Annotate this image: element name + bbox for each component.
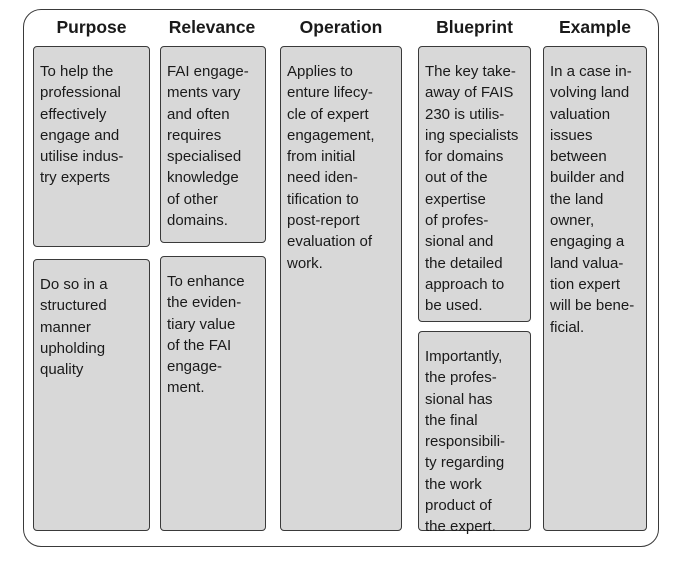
header-relevance: Relevance	[168, 17, 256, 37]
box-text-line: the profes-	[425, 369, 497, 387]
box-text-line: tification to	[287, 190, 359, 208]
box-text-line: sional and	[425, 233, 494, 251]
box-text-line: ty regarding	[425, 454, 505, 472]
box-text-line: ficial.	[550, 318, 585, 336]
box-text-line: requires	[167, 126, 222, 144]
box-text-line: professional	[40, 84, 121, 102]
box-text-line: tiary value	[167, 315, 236, 333]
relevance-box-2: To enhance the eviden-tiary value of the F…	[160, 256, 266, 531]
box-text-line: will be bene-	[550, 297, 635, 315]
box-text-line: of other	[167, 190, 218, 208]
box-text-line: from initial	[287, 148, 356, 166]
box-text-line: away of FAIS	[425, 84, 514, 102]
box-text-line: Do so in a	[40, 276, 108, 293]
box-text-line: the work	[425, 475, 482, 493]
box-text-line: for domains	[425, 148, 504, 166]
box-text-line: engagement,	[287, 126, 375, 144]
box-text-line: the detailed	[425, 254, 503, 272]
purpose-box-1: To help the professional effectively engage…	[33, 46, 150, 247]
header-blueprint: Blueprint	[436, 17, 513, 37]
box-text-line: the final	[425, 411, 478, 429]
box-text-line: 230 is utilis-	[425, 105, 505, 123]
box-text-line: sional has	[425, 390, 493, 408]
box-text-line: the expert.	[425, 518, 496, 536]
box-text-line: enture lifecy-	[287, 84, 373, 102]
box-text-line: tion expert	[550, 275, 621, 293]
box-text-line: ment.	[167, 379, 205, 397]
relevance-box-1: FAI engage-ments vary and often requires sp…	[160, 46, 266, 243]
box-text-line: the land	[550, 190, 604, 208]
box-text-line: engaging a	[550, 233, 625, 251]
box-text-line: valuation	[550, 105, 611, 123]
box-text-line: land valua-	[550, 254, 624, 272]
box-text-line: out of the	[425, 169, 488, 187]
box-text-line: effectively	[40, 105, 107, 123]
box-text-line: of the FAI	[167, 336, 232, 354]
box-text-line: builder and	[550, 169, 625, 187]
box-text-line: ing specialists	[425, 126, 519, 144]
blueprint-box-1: The key take-away of FAIS 230 is utilis-i…	[418, 46, 531, 322]
box-text-line: knowledge	[167, 169, 239, 187]
box-text-line: expertise	[425, 190, 486, 208]
box-text-line: FAI engage-	[167, 63, 249, 80]
box-text-line: cle of expert	[287, 105, 369, 123]
box-text-line: In a case in-	[550, 63, 632, 80]
box-text-line: upholding	[40, 339, 106, 357]
box-text-line: volving land	[550, 84, 630, 102]
box-text-line: engage-	[167, 358, 223, 376]
box-text-line: utilise indus-	[40, 148, 124, 166]
box-text-line: issues	[550, 126, 593, 144]
box-text-line: try experts	[40, 169, 111, 187]
box-text-line: post-report	[287, 212, 360, 230]
box-text-line: owner,	[550, 212, 595, 230]
box-text-line: work.	[287, 254, 323, 272]
box-text-line: structured	[40, 297, 107, 315]
box-text-line: To help the	[40, 63, 114, 80]
operation-box-1: Applies to enture lifecy-cle of expert eng…	[280, 46, 402, 531]
box-text-line: the eviden-	[167, 294, 242, 312]
box-text-line: Applies to	[287, 63, 353, 80]
example-box-1: In a case in-volving land valuation issues…	[543, 46, 647, 531]
box-text-line: need iden-	[287, 169, 358, 187]
box-text-line: To enhance	[167, 273, 245, 290]
box-text-line: of profes-	[425, 212, 489, 230]
box-text-line: approach to	[425, 275, 505, 293]
box-text-line: between	[550, 148, 607, 166]
box-text-line: quality	[40, 361, 84, 379]
box-text-line: be used.	[425, 297, 483, 315]
blueprint-box-2: Importantly, the profes-sional has the fin…	[418, 331, 531, 535]
header-example: Example	[559, 17, 631, 37]
box-text-line: manner	[40, 318, 91, 336]
box-text-line: and often	[167, 105, 230, 123]
box-text-line: engage and	[40, 126, 120, 144]
box-text-line: product of	[425, 497, 492, 515]
box-text-line: ments vary	[167, 84, 241, 102]
box-text-line: Importantly,	[425, 348, 503, 365]
box-text-line: evaluation of	[287, 233, 373, 251]
header-operation: Operation	[299, 17, 383, 37]
box-text-line: domains.	[167, 212, 228, 230]
purpose-box-2: Do so in a structured manner upholding quali…	[33, 259, 150, 531]
header-purpose: Purpose	[56, 17, 127, 37]
box-text-line: responsibili-	[425, 433, 506, 451]
box-text-line: The key take-	[425, 63, 516, 80]
box-text-line: specialised	[167, 148, 242, 166]
